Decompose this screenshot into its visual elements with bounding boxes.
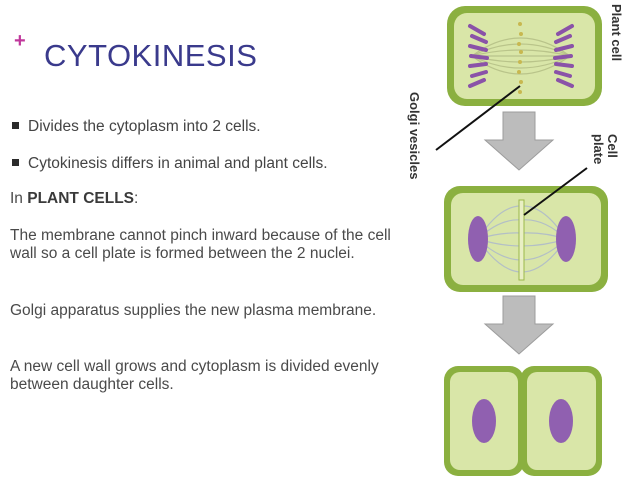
cell-plate-label-line1: Cell: [605, 134, 620, 158]
plant-cytokinesis-diagram: Plant cell Golgi vesicles Cell plate: [407, 4, 624, 476]
cell-plate-pointer-line: [523, 167, 588, 216]
chromosomes-left: [468, 24, 489, 88]
bullet-item-2: Cytokinesis differs in animal and plant …: [12, 155, 328, 173]
plant-cell-stage-2: [444, 186, 608, 292]
daughter-nucleus-left: [472, 399, 496, 443]
square-bullet-icon: [12, 122, 19, 129]
cell-plate-label-line2: plate: [591, 134, 606, 164]
cytoplasm: [451, 193, 601, 285]
paragraph-golgi: Golgi apparatus supplies the new plasma …: [10, 302, 377, 319]
paragraph-cell-plate: The membrane cannot pinch inward because…: [10, 227, 391, 262]
bullet-text: Divides the cytoplasm into 2 cells.: [28, 118, 261, 135]
nucleus-left: [468, 216, 488, 262]
golgi-pointer-line: [435, 85, 521, 151]
slide-title: CYTOKINESIS: [44, 38, 258, 73]
daughter-nucleus-right: [549, 399, 573, 443]
arrow-down-icon: [483, 111, 555, 171]
nucleus-right: [556, 216, 576, 262]
arrow-down-icon: [483, 295, 555, 355]
square-bullet-icon: [12, 159, 19, 166]
bullet-text: Cytokinesis differs in animal and plant …: [28, 155, 328, 172]
chromosomes-right: [553, 24, 574, 88]
golgi-vesicles: [517, 22, 523, 94]
plant-cells-bold: PLANT CELLS: [27, 190, 135, 207]
golgi-vesicles-label: Golgi vesicles: [407, 92, 422, 179]
plant-cells-heading: In PLANT CELLS:: [10, 190, 139, 207]
plant-cell-label: Plant cell: [609, 4, 624, 61]
bullet-item-1: Divides the cytoplasm into 2 cells.: [12, 118, 261, 136]
cell-plate: [518, 199, 525, 281]
daughter-cells: [444, 366, 602, 476]
paragraph-new-wall: A new cell wall grows and cytoplasm is d…: [10, 358, 379, 393]
plant-cell-stage-1: [447, 6, 602, 106]
plus-decoration: +: [14, 30, 26, 52]
